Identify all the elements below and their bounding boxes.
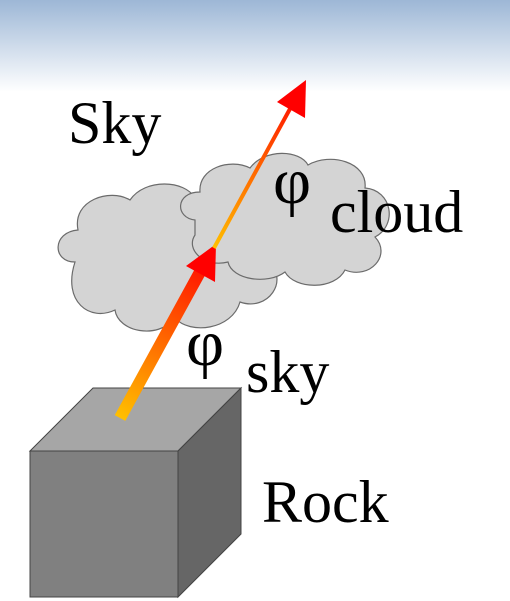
phi-sky-subscript: sky [246, 339, 329, 405]
rock-cube [28, 386, 243, 599]
rock-label: Rock [262, 469, 389, 535]
phi-sky-label: φ sky [186, 307, 329, 405]
phi-cloud-symbol: φ [273, 145, 311, 218]
cloud-flux-arrow [212, 80, 306, 249]
cloud-flux-arrowhead [277, 80, 306, 118]
phi-cloud-label: φ cloud [273, 145, 463, 245]
phi-cloud-subscript: cloud [330, 179, 463, 245]
phi-sky-symbol: φ [186, 307, 224, 380]
sky-label: Sky [68, 90, 161, 156]
sky-flux-arrow [114, 244, 216, 421]
front-cloud-shape [180, 152, 390, 286]
header-banner [0, 0, 510, 92]
rock-front-face [29, 450, 179, 598]
sky-flux-arrowhead [186, 244, 216, 282]
